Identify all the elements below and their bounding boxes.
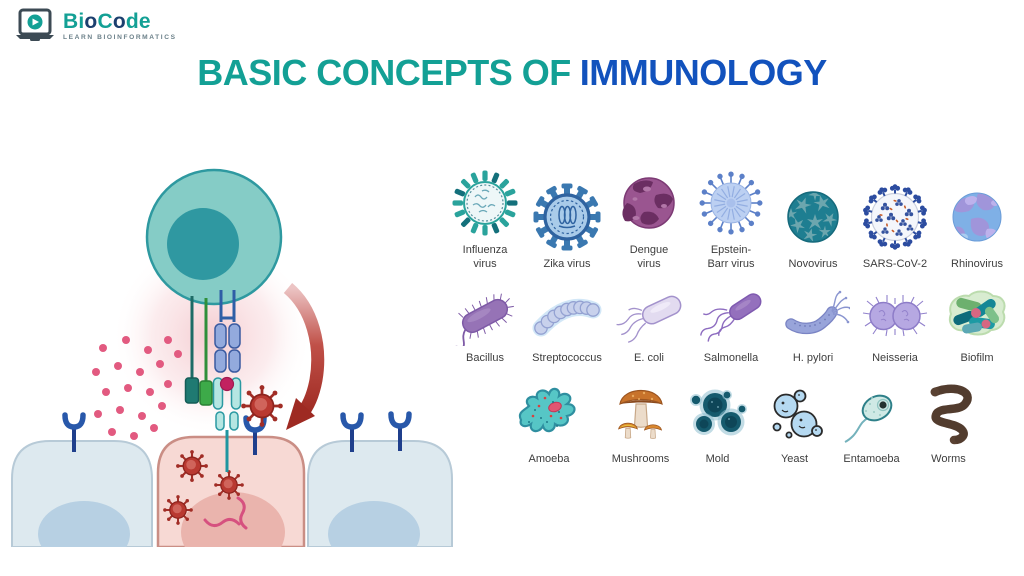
streptococcus-icon — [532, 298, 602, 337]
pathogen-label: Salmonella — [703, 351, 759, 364]
pathogen-biofilm: Biofilm — [936, 286, 1018, 365]
pathogen-label: E. coli — [634, 351, 664, 364]
pathogen-mushrooms: Mushrooms — [602, 381, 679, 466]
title-part-blue: IMMUNOLOGY — [579, 52, 827, 93]
virus-particle-icon — [239, 383, 285, 429]
brand-c: C — [97, 9, 113, 33]
pathogen-zika-virus: Zika virus — [526, 182, 608, 271]
pathogen-e-coli: E. coli — [608, 286, 690, 365]
t-cell-receptor-stems — [219, 290, 236, 322]
pathogen-label: Mushrooms — [611, 452, 670, 465]
immune-cell — [145, 168, 283, 306]
biocode-logo: BioCode LEARN BIOINFORMATICS — [14, 8, 177, 44]
healthy-cell-right-nucleus — [328, 501, 420, 547]
mushrooms-icon — [617, 389, 663, 439]
pathogen-label: Epstein-Barr virus — [707, 244, 755, 271]
pathogen-bacillus: Bacillus — [444, 286, 526, 365]
pathogen-label: Neisseria — [872, 351, 918, 364]
zika-virus-icon — [533, 183, 601, 251]
h-pylori-icon — [785, 290, 850, 334]
pathogen-salmonella: Salmonella — [690, 286, 772, 365]
title-part-teal: BASIC CONCEPTS OF — [197, 52, 571, 93]
pathogen-neisseria: Neisseria — [854, 286, 936, 365]
yeast-icon — [772, 389, 823, 439]
pathogen-label: Biofilm — [960, 351, 994, 364]
pathogen-amoeba: Amoeba — [496, 381, 602, 466]
pathogen-label: Streptococcus — [532, 351, 602, 364]
brand-de: de — [125, 9, 151, 33]
laptop-play-icon — [16, 8, 54, 41]
pathogen-yeast: Yeast — [756, 381, 833, 466]
worms-icon — [930, 384, 972, 445]
infected-cell — [156, 435, 306, 547]
healthy-cell-left — [11, 440, 153, 547]
biofilm-icon — [949, 290, 1006, 336]
pathogen-label: H. pylori — [792, 351, 834, 364]
neisseria-icon — [862, 294, 928, 336]
dengue-virus-icon — [622, 177, 675, 229]
entamoeba-icon — [844, 394, 892, 443]
healthy-cell-left-nucleus — [38, 501, 130, 547]
pathogen-rhinovirus: Rhinovirus — [936, 182, 1018, 271]
pathogen-label: Yeast — [780, 452, 809, 465]
pathogen-h-pylori: H. pylori — [772, 286, 854, 365]
rhinovirus-icon — [952, 192, 1002, 242]
brand-name: BioCode — [63, 11, 177, 32]
pathogen-epstein-barr-virus: Epstein-Barr virus — [690, 168, 772, 272]
virus-particle-icon — [175, 449, 209, 483]
sars-cov-2-icon — [861, 184, 929, 251]
pathogen-label: Dengue virus — [629, 244, 669, 271]
pathogen-worms: Worms — [910, 381, 987, 466]
pathogen-label: Bacillus — [466, 351, 504, 364]
pathogen-novovirus: Novovirus — [772, 182, 854, 271]
salmonella-icon — [700, 292, 762, 342]
bacillus-icon — [455, 293, 514, 346]
pathogen-label: Rhinovirus — [951, 258, 1003, 271]
pathogen-label: Mold — [705, 452, 730, 465]
pathogen-label: SARS-CoV-2 — [862, 258, 928, 271]
pathogen-streptococcus: Streptococcus — [526, 286, 608, 365]
pathogen-influenza-virus: Influenza virus — [444, 168, 526, 272]
pathogen-label: Amoeba — [528, 452, 570, 465]
immune-cell-nucleus — [167, 208, 239, 280]
pathogen-label: Entamoeba — [843, 452, 900, 465]
healthy-cell-right — [307, 440, 453, 547]
pathogen-label: Worms — [931, 452, 966, 465]
mold-icon — [689, 389, 747, 436]
pathogen-dengue-virus: Dengue virus — [608, 168, 690, 272]
novovirus-icon — [787, 191, 839, 244]
infected-cell-nucleus — [181, 492, 285, 547]
brand-bi: Bi — [63, 9, 85, 33]
pathogen-label: Influenza virus — [462, 244, 508, 271]
brand-o1: o — [84, 9, 98, 33]
virus-particle-icon — [213, 469, 245, 501]
mhc-antigen-complex — [212, 376, 242, 472]
brand-o2: o — [112, 9, 126, 33]
fungi-parasite-row: Amoeba — [496, 381, 1022, 466]
brand-tagline: LEARN BIOINFORMATICS — [63, 33, 177, 41]
influenza-virus-icon — [452, 170, 518, 236]
t-cell-receptor — [214, 323, 241, 373]
epstein-barr-virus-icon — [699, 171, 763, 235]
virus-particle-icon — [162, 494, 194, 526]
pathogen-label: Zika virus — [543, 258, 591, 271]
pathogen-sars-cov-2: SARS-CoV-2 — [854, 182, 936, 271]
immune-cell-attacking-infected-cell-illustration — [11, 168, 453, 547]
pathogen-mold: Mold — [679, 381, 756, 466]
cytokine-dots — [92, 336, 182, 440]
attack-arrow — [283, 283, 325, 430]
bacteria-row: Bacillus Streptococcus — [444, 286, 1022, 365]
amoeba-icon — [518, 387, 576, 432]
virus-row: Influenza virus — [444, 168, 1022, 272]
pathogen-entamoeba: Entamoeba — [833, 381, 910, 466]
pathogen-label: Novovirus — [788, 258, 838, 271]
immune-receptors — [184, 290, 241, 406]
antigen-peptide — [219, 376, 235, 392]
pathogen-grid: Influenza virus — [444, 168, 1022, 466]
e-coli-icon — [616, 295, 682, 343]
